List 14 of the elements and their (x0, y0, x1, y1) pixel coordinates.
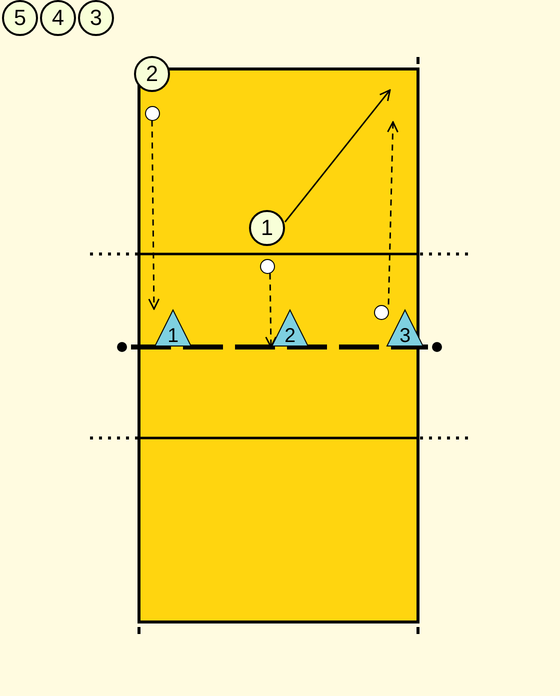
cone-number: 3 (399, 326, 411, 346)
cone-number: 2 (284, 326, 296, 346)
player-number: 5 (14, 7, 26, 29)
player-number: 4 (52, 7, 64, 29)
player-number: 3 (90, 7, 102, 29)
arrow (387, 121, 398, 305)
cone (154, 309, 192, 347)
arrow (148, 120, 160, 310)
cone (386, 309, 424, 347)
player-number: 1 (260, 217, 274, 239)
player-number: 2 (146, 63, 158, 85)
cone-number: 1 (167, 326, 179, 346)
arrow (284, 89, 391, 222)
cone (271, 309, 309, 347)
